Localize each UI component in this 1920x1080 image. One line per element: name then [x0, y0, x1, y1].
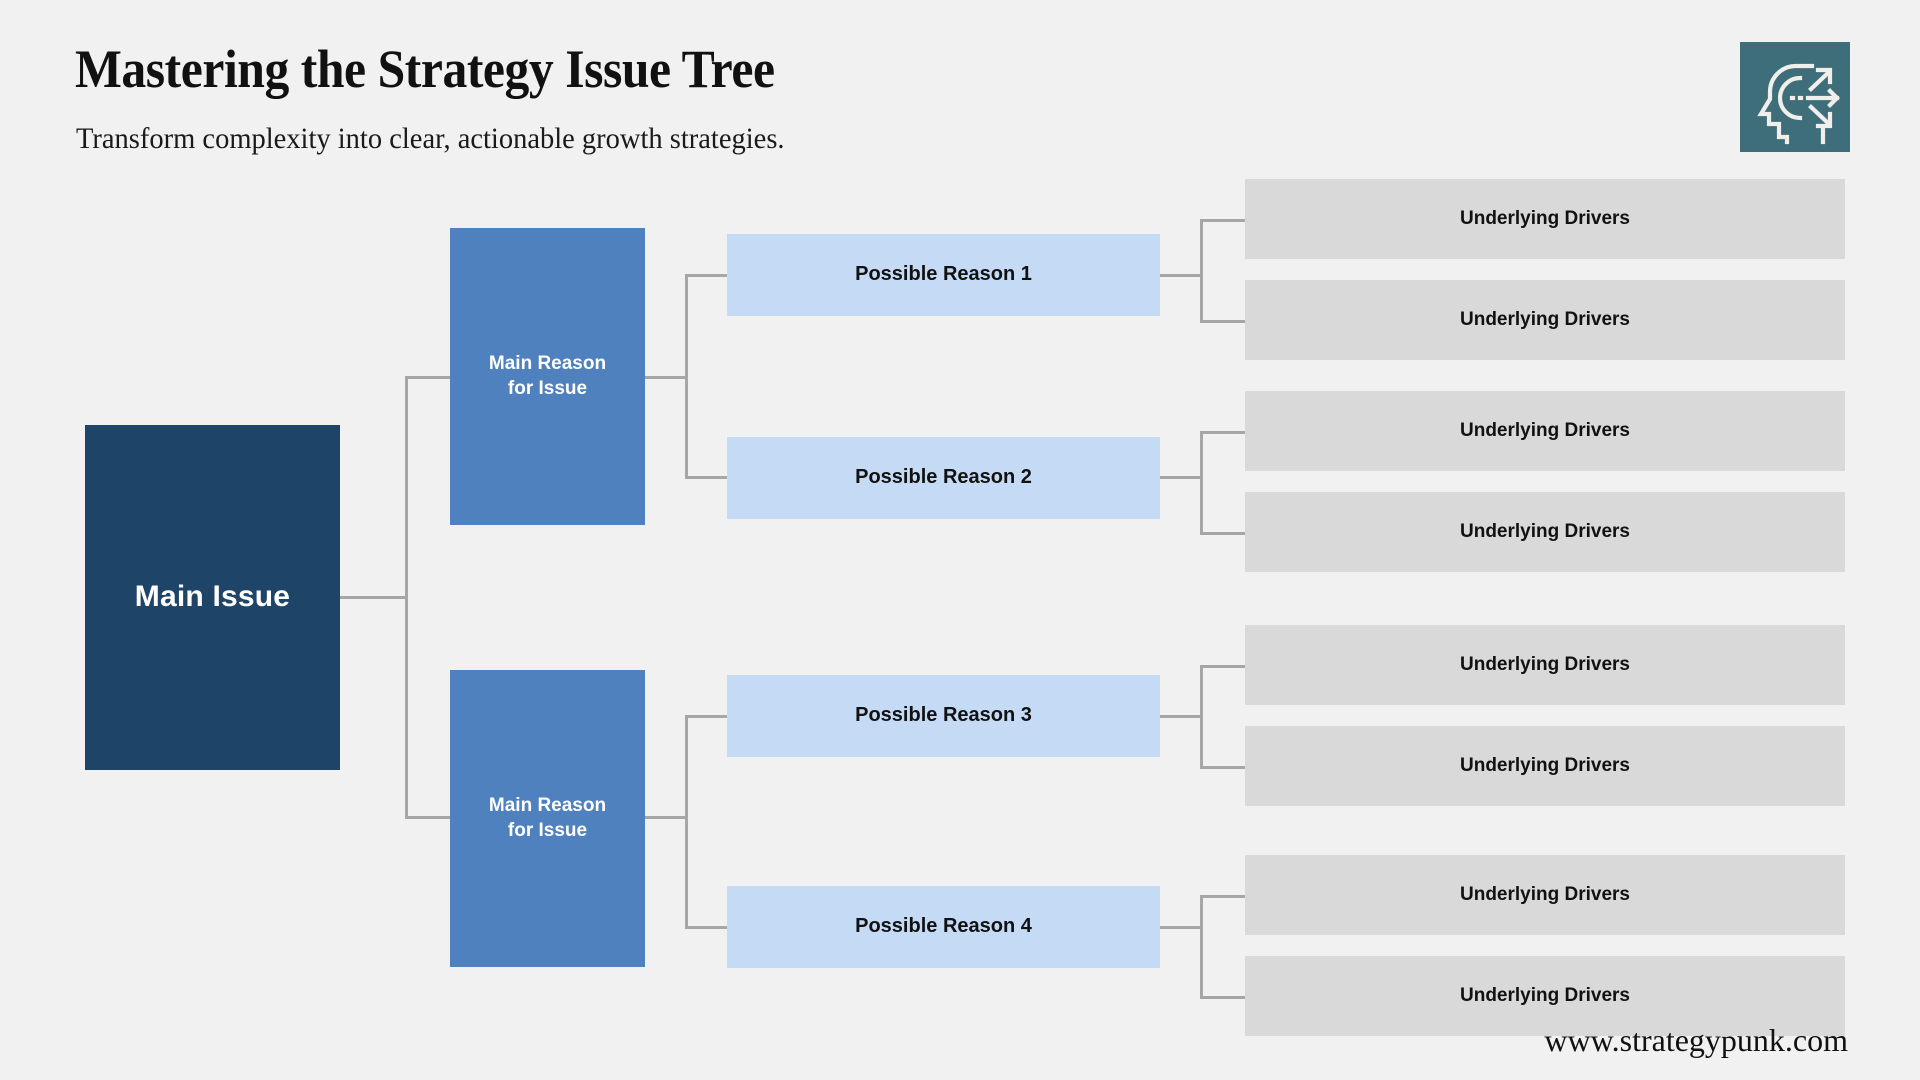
- connector-mr2-arm-2: [685, 926, 729, 929]
- connector-mr1-riser: [685, 274, 688, 479]
- connector-pr2-riser: [1200, 431, 1203, 535]
- node-possible-reason-4[interactable]: Possible Reason 4: [727, 886, 1160, 968]
- connector-pr1-stub: [1160, 274, 1202, 277]
- node-underlying-driver-5[interactable]: Underlying Drivers: [1245, 625, 1845, 705]
- connector-pr4-arm-1: [1200, 895, 1247, 898]
- node-underlying-driver-7[interactable]: Underlying Drivers: [1245, 855, 1845, 935]
- connector-root-arm-2: [405, 816, 452, 819]
- node-underlying-driver-3[interactable]: Underlying Drivers: [1245, 391, 1845, 471]
- connector-mr1-stub: [645, 376, 687, 379]
- node-underlying-driver-1[interactable]: Underlying Drivers: [1245, 179, 1845, 259]
- node-underlying-driver-6[interactable]: Underlying Drivers: [1245, 726, 1845, 806]
- page-subtitle: Transform complexity into clear, actiona…: [76, 122, 785, 155]
- connector-root-stub: [340, 596, 407, 599]
- connector-mr2-riser: [685, 715, 688, 929]
- node-possible-reason-3[interactable]: Possible Reason 3: [727, 675, 1160, 757]
- connector-pr4-stub: [1160, 926, 1202, 929]
- connector-mr2-arm-1: [685, 715, 729, 718]
- connector-pr2-arm-2: [1200, 532, 1247, 535]
- node-underlying-driver-8[interactable]: Underlying Drivers: [1245, 956, 1845, 1036]
- connector-root-arm-1: [405, 376, 452, 379]
- connector-mr1-arm-1: [685, 274, 729, 277]
- head-profile-diverging-arrows-icon: [1740, 42, 1850, 152]
- connector-pr3-stub: [1160, 715, 1202, 718]
- node-main-issue[interactable]: Main Issue: [85, 425, 340, 770]
- connector-pr4-arm-2: [1200, 996, 1247, 999]
- brand-logo: [1740, 42, 1850, 152]
- node-possible-reason-1[interactable]: Possible Reason 1: [727, 234, 1160, 316]
- node-underlying-driver-4[interactable]: Underlying Drivers: [1245, 492, 1845, 572]
- connector-pr2-arm-1: [1200, 431, 1247, 434]
- connector-pr1-arm-2: [1200, 320, 1247, 323]
- node-main-reason-2[interactable]: Main Reason for Issue: [450, 670, 645, 967]
- node-underlying-driver-2[interactable]: Underlying Drivers: [1245, 280, 1845, 360]
- page-title: Mastering the Strategy Issue Tree: [75, 39, 775, 99]
- connector-pr3-arm-1: [1200, 665, 1247, 668]
- connector-pr4-riser: [1200, 895, 1203, 999]
- node-possible-reason-2[interactable]: Possible Reason 2: [727, 437, 1160, 519]
- connector-root-riser: [405, 376, 408, 819]
- footer-website: www.strategypunk.com: [1544, 1022, 1848, 1058]
- connector-pr3-riser: [1200, 665, 1203, 769]
- connector-pr2-stub: [1160, 476, 1202, 479]
- connector-pr1-riser: [1200, 219, 1203, 323]
- connector-mr2-stub: [645, 816, 687, 819]
- connector-pr3-arm-2: [1200, 766, 1247, 769]
- node-main-reason-1[interactable]: Main Reason for Issue: [450, 228, 645, 525]
- connector-pr1-arm-1: [1200, 219, 1247, 222]
- connector-mr1-arm-2: [685, 476, 729, 479]
